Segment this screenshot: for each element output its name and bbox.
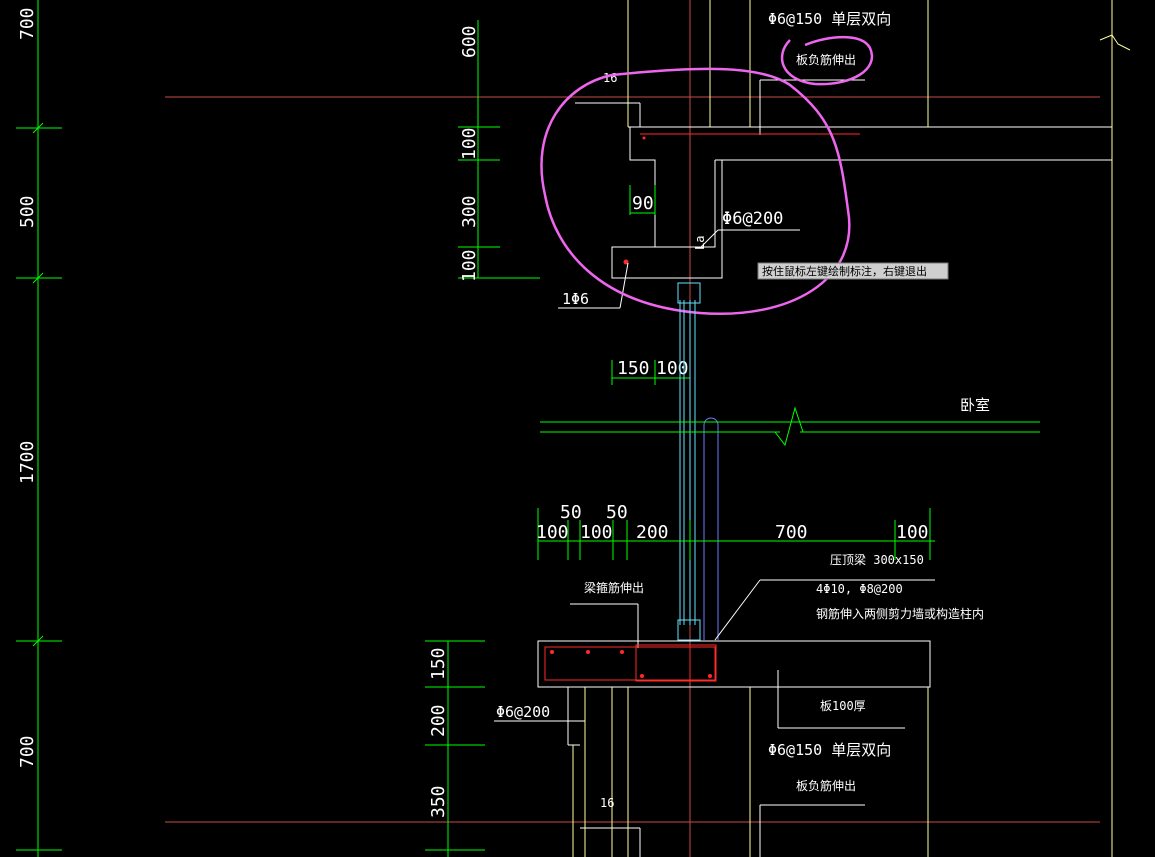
beam-bars-label: 4Φ10, Φ8@200 <box>816 582 903 596</box>
upper-dim-100a: 100 <box>459 127 480 160</box>
stirrup-out-label: 梁箍筋伸出 <box>584 580 644 595</box>
beam-dim-50b: 50 <box>606 502 628 523</box>
lower-dim-350: 350 <box>428 785 449 818</box>
upper-stirrup-label: Φ6@200 <box>722 209 783 229</box>
window-frame <box>677 282 701 641</box>
beam-dim-50a: 50 <box>560 502 582 523</box>
beam-dim-100a: 100 <box>536 522 569 543</box>
left-dim-2: 500 <box>17 195 38 228</box>
beam-label: 压顶梁 300x150 <box>830 552 924 567</box>
upper-dim-300: 300 <box>459 195 480 228</box>
room-label-bedroom: 卧室 <box>960 396 990 414</box>
dim-90: 90 <box>632 193 654 214</box>
left-dim-3: 1700 <box>17 441 38 484</box>
upper-top-rebar-label: Φ6@150 单层双向 <box>768 10 891 28</box>
lower-top-rebar-label: Φ6@150 单层双向 <box>768 741 891 759</box>
door-outline <box>703 417 719 640</box>
lower-left-dim-chain <box>425 640 485 857</box>
bars-leader <box>714 579 761 641</box>
drawing-tooltip-bg <box>757 262 949 280</box>
upper-neg-rebar-label: 板负筋伸出 <box>796 52 856 67</box>
la-label: La <box>693 236 707 250</box>
dim-150: 150 <box>617 358 650 379</box>
beam-dim-chain <box>537 508 935 560</box>
lower-dim-200: 200 <box>428 704 449 737</box>
upper-left-dim-chain <box>458 20 691 385</box>
lower-neg-rebar-label: 板负筋伸出 <box>796 778 856 793</box>
stirrup-leader <box>699 229 719 249</box>
bottom-bar-label: 1Φ6 <box>562 290 589 308</box>
bar-leader <box>619 262 629 309</box>
markup-circle-large <box>540 67 851 316</box>
drawing-tooltip: 按住鼠标左键绘制标注，右键退出 <box>762 264 927 278</box>
beam-note-label: 钢筋伸入两侧剪力墙或构造柱内 <box>816 606 984 621</box>
lower-slab-label: 板100厚 <box>820 699 866 713</box>
lower-walls <box>572 687 929 857</box>
upper-dim-600: 600 <box>459 25 480 58</box>
beam-dim-700: 700 <box>775 522 808 543</box>
lower-rebar-dots <box>550 650 712 678</box>
left-dim-4: 700 <box>17 735 38 768</box>
lower-hook-len-label: 16 <box>600 796 614 810</box>
beam-dim-100c: 100 <box>896 522 929 543</box>
lower-stirrup-label: Φ6@200 <box>496 703 550 721</box>
markup-circle-small <box>780 35 874 86</box>
lower-dim-150: 150 <box>428 647 449 680</box>
left-dimension-chain <box>16 0 62 857</box>
upper-walls <box>627 0 1131 857</box>
lower-beam-rebar <box>544 644 717 682</box>
left-dim-1: 700 <box>17 7 38 40</box>
beam-dim-100b: 100 <box>580 522 613 543</box>
lower-beam-section <box>537 640 931 857</box>
rebar-dot <box>642 136 646 140</box>
upper-dim-100b: 100 <box>459 249 480 282</box>
room-break-line <box>540 406 1040 447</box>
beam-dim-200: 200 <box>636 522 669 543</box>
axis-lines <box>165 0 1100 857</box>
rebar-dot <box>623 259 629 265</box>
